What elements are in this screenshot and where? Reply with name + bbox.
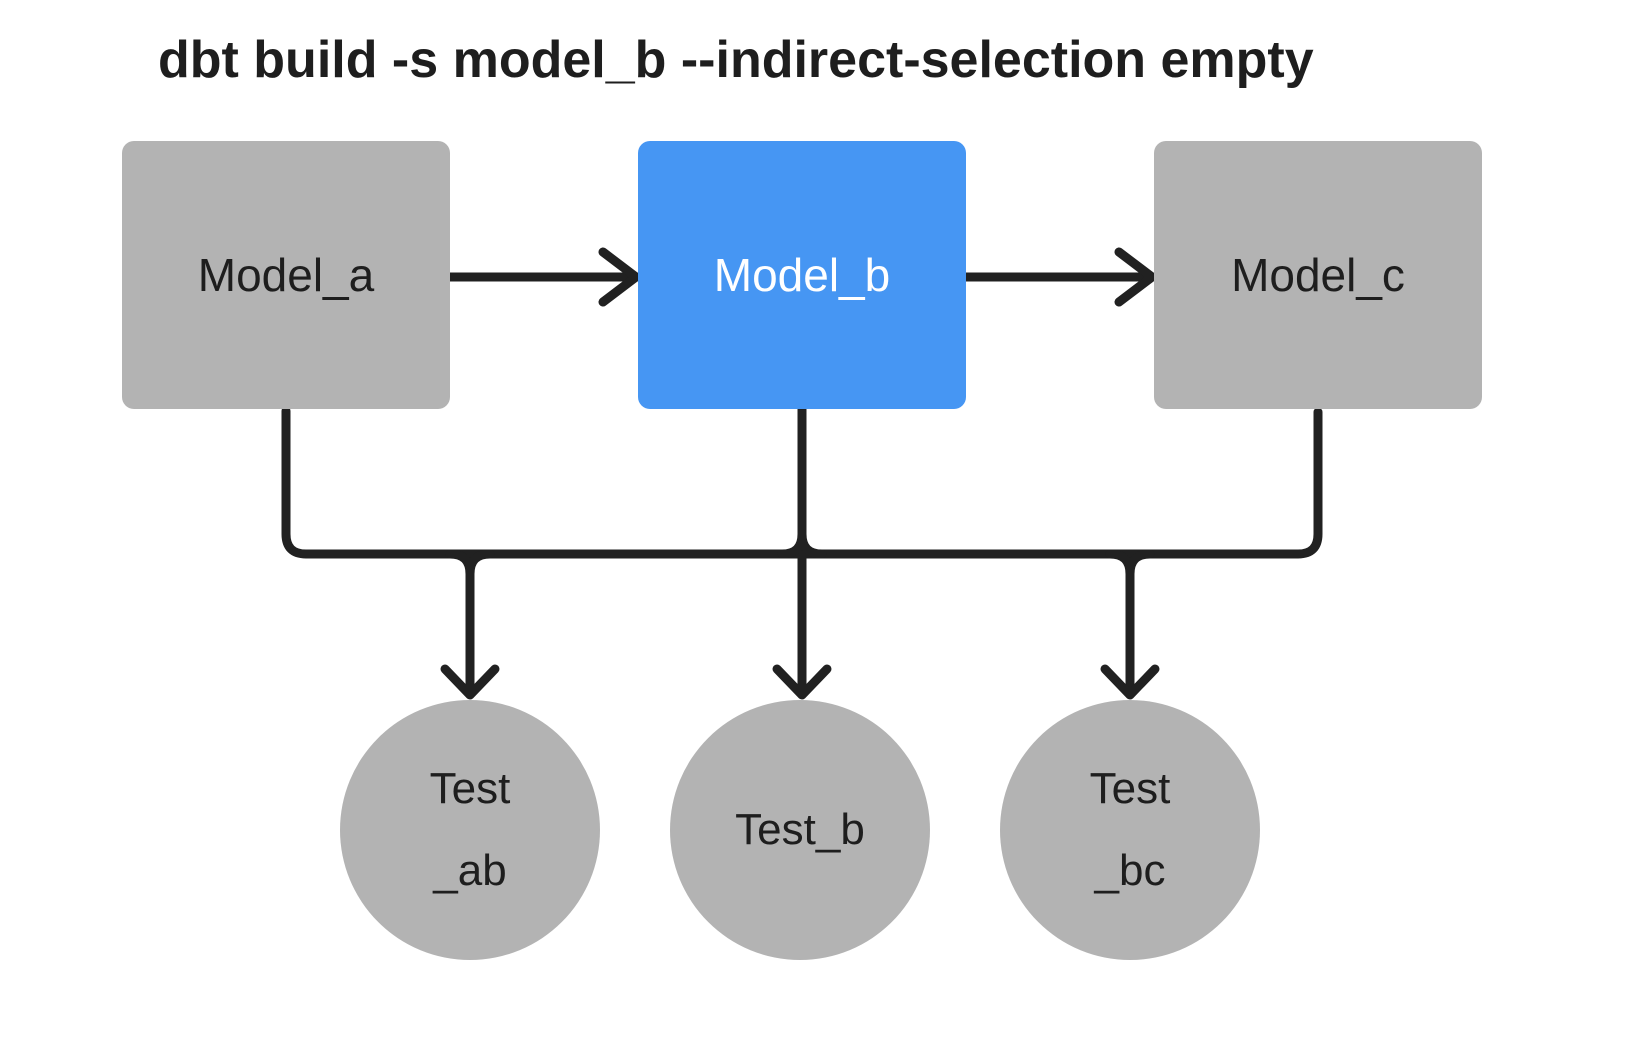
edge-model-a-to-model-b — [445, 247, 641, 307]
node-test-ab-label-line1: Test — [429, 764, 511, 813]
node-test-bc-label-line1: Test — [1089, 764, 1171, 813]
edge-model-b-to-model-c — [961, 247, 1157, 307]
node-model-a-label: Model_a — [197, 249, 375, 301]
arrowhead-down-icon — [1100, 664, 1160, 700]
arrowhead-right-icon — [598, 247, 641, 307]
node-test-bc-label-line2: _bc — [1094, 846, 1166, 895]
arrowhead-down-icon — [440, 664, 500, 700]
node-test-bc: Test _bc — [1000, 700, 1260, 960]
edge-drop-test-ab — [440, 549, 500, 700]
node-model-b-selected: Model_b — [638, 141, 966, 409]
edge-drop-test-bc — [1100, 549, 1160, 700]
node-model-b-label: Model_b — [713, 249, 891, 301]
node-model-c: Model_c — [1154, 141, 1482, 409]
node-test-b: Test_b — [670, 700, 930, 960]
arrowhead-down-icon — [772, 664, 832, 700]
node-test-b-label-line1: Test_b — [735, 805, 865, 854]
diagram-title: dbt build -s model_b --indirect-selectio… — [158, 31, 1314, 89]
arrowhead-right-icon — [1114, 247, 1157, 307]
node-test-ab: Test _ab — [340, 700, 600, 960]
node-model-c-label: Model_c — [1231, 249, 1405, 301]
node-model-a: Model_a — [122, 141, 450, 409]
edge-model-b-to-test-b — [772, 404, 832, 700]
node-test-ab-label-line2: _ab — [433, 846, 507, 895]
